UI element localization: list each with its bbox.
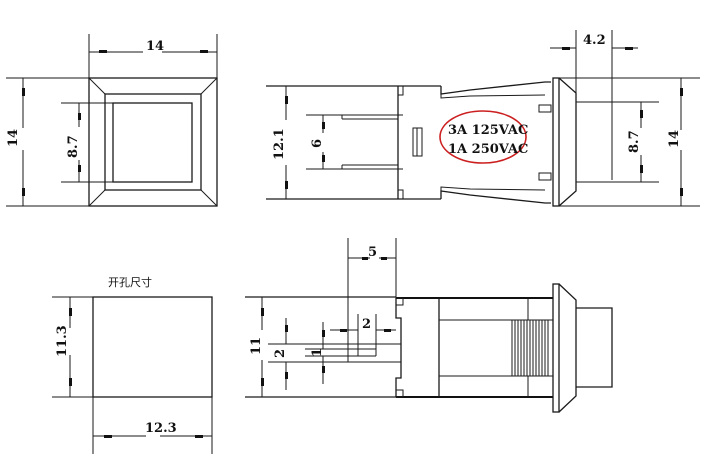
panel-cutout-label: 开孔尺寸	[108, 275, 152, 289]
panel-cutout-view: 开孔尺寸 11.3 12.3	[52, 275, 213, 454]
knurl-pattern	[511, 319, 554, 377]
rating-highlight-ellipse	[439, 110, 527, 164]
terminal-length-dim: 2	[362, 317, 371, 332]
bezel-height-dim: 14	[667, 130, 682, 148]
body-height-dim: 12.1	[272, 128, 287, 160]
bezel-depth-dim: 4.2	[583, 33, 606, 48]
cutout-height-dim: 11.3	[55, 325, 70, 357]
side-view-bottom: 5 2 11 2 1	[245, 238, 613, 413]
rating-line-1: 3A 125VAC	[448, 123, 528, 138]
terminal-offset-dim: 5	[368, 245, 377, 260]
bottom-body-height-dim: 11	[249, 337, 264, 355]
rating-line-2: 1A 250VAC	[448, 142, 528, 157]
front-inner-height-dim: 8.7	[66, 135, 81, 158]
terminal-thickness-dim: 1	[310, 348, 325, 357]
terminal-spacing-dim: 6	[310, 139, 325, 148]
front-width-dim: 14	[146, 39, 164, 54]
front-height-dim: 14	[6, 129, 21, 147]
front-view: 14 14 8.7	[6, 34, 218, 207]
button-height-dim: 8.7	[627, 130, 642, 153]
terminal-pitch-dim: 2	[273, 349, 288, 358]
side-view-top: 4.2 8.7 14 12.1 6 3A 125VAC 1A 250VAC	[266, 30, 700, 207]
cutout-width-dim: 12.3	[145, 421, 177, 436]
